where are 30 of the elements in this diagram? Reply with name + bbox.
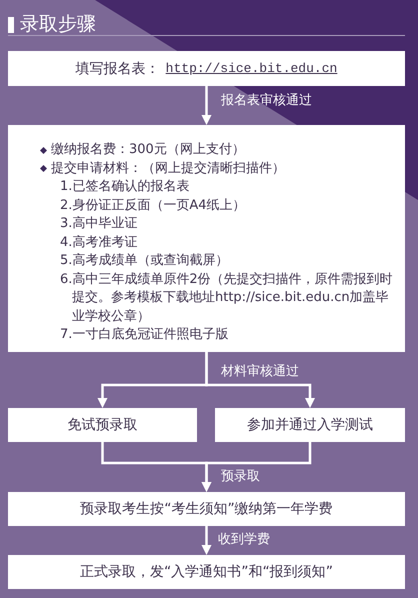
step-text: 填写报名表： bbox=[76, 60, 160, 78]
edge-label: 材料审核通过 bbox=[221, 364, 299, 380]
process-box bbox=[8, 51, 405, 86]
list-item-text: 5.高考成绩单（或查询截屏） bbox=[60, 252, 230, 270]
step-text: 预录取考生按“考生须知”缴纳第一年学费 bbox=[80, 500, 333, 518]
step-text: 正式录取，发“入学通知书”和“报到须知” bbox=[80, 563, 333, 581]
process-box bbox=[215, 408, 405, 442]
list-item-text: 2.身份证正反面（一页A4纸上） bbox=[60, 196, 247, 214]
list-item-text: 提交申请材料：（网上提交清晰扫描件） bbox=[51, 160, 285, 178]
list-item-text: 3.高中毕业证 bbox=[60, 215, 138, 233]
process-box bbox=[8, 555, 405, 589]
list-item-text: 4.高考准考证 bbox=[60, 234, 138, 252]
process-box bbox=[8, 492, 405, 526]
step-text: 免试预录取 bbox=[68, 416, 138, 434]
process-box bbox=[8, 125, 405, 352]
list-item-text: 7.一寸白底免冠证件照电子版 bbox=[60, 326, 230, 344]
url-link: http://sice.bit.edu.cn bbox=[166, 61, 338, 76]
arrow bbox=[202, 442, 312, 492]
list-item-text: 6.高中三年成绩单原件2份（先提交扫描件，原件需报到时提交。参考模板下载地址http://sice.bit.edu.cn加盖毕业学校公章） bbox=[60, 270, 394, 326]
arrow bbox=[202, 526, 212, 555]
arrow bbox=[202, 86, 212, 125]
list-item-text: 1.已签名确认的报名表 bbox=[60, 178, 190, 196]
arrow bbox=[205, 352, 315, 408]
process-box bbox=[8, 408, 197, 442]
step-text: 参加并通过入学测试 bbox=[247, 416, 373, 434]
edge-label: 报名表审核通过 bbox=[221, 93, 312, 109]
edge-label: 收到学费 bbox=[218, 532, 270, 548]
title-text: 录取步骤 bbox=[20, 12, 96, 36]
list-item-text: 缴纳报名费：300元（网上支付） bbox=[51, 141, 245, 159]
edge-label: 预录取 bbox=[221, 469, 260, 485]
